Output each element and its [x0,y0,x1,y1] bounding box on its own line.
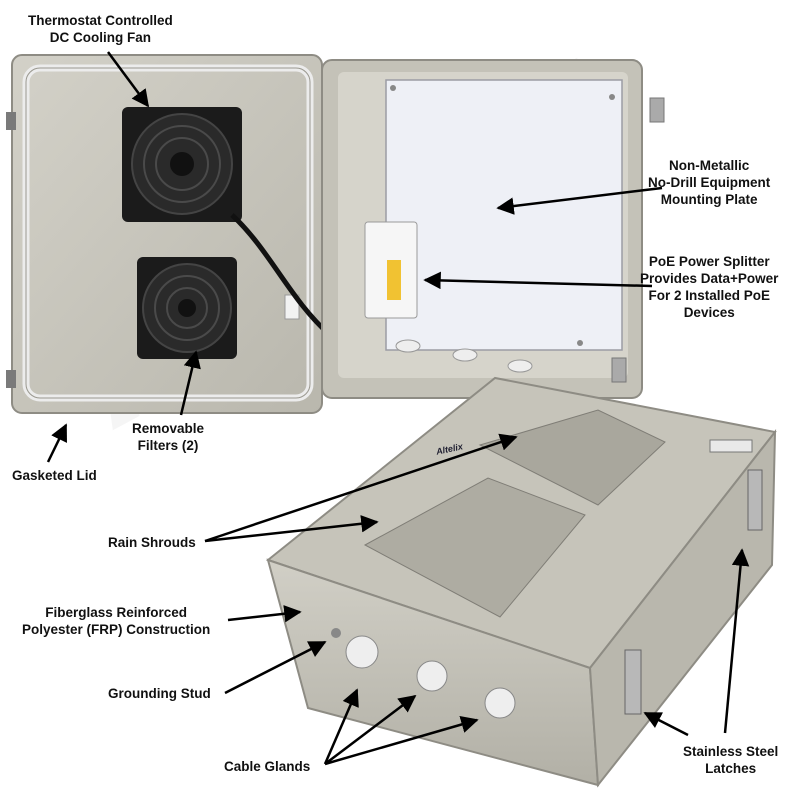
latches-callout-line-1: Stainless Steel [683,744,779,759]
plate-callout-line-3: Mounting Plate [660,192,758,207]
cooling-fan [122,107,242,222]
plate-callout-line-1: Non-Metallic [668,158,750,173]
body-latch-top [649,97,665,123]
callout-arrows [46,51,750,766]
frp-callout: Fiberglass Reinforced Polyester (FRP) Co… [22,604,210,638]
glands-callout: Cable Glands [224,759,311,774]
lid-hinge-bottom [6,370,16,388]
rain-shroud-front [363,477,586,618]
grounding-stud [331,628,341,638]
plate-callout: Non-Metallic No-Drill Equipment Mounting… [648,157,770,208]
filters-callout-line-2: Filters (2) [137,438,199,453]
splitter-callout: PoE Power Splitter Provides Data+Power F… [640,253,778,321]
frp-callout-line-2: Polyester (FRP) Construction [22,622,211,637]
frp-callout-line-1: Fiberglass Reinforced [45,605,188,620]
ground-callout: Grounding Stud [108,686,211,701]
fan-callout: Thermostat Controlled DC Cooling Fan [28,12,173,46]
closed-enclosure [265,376,777,788]
latches-callout-line-2: Latches [705,761,757,776]
body-latch-bottom [611,357,627,383]
gasket-callout: Gasketed Lid [12,468,97,483]
plate-callout-line-2: No-Drill Equipment [648,175,771,190]
shrouds-callout: Rain Shrouds [108,535,196,550]
splitter-callout-line-3: For 2 Installed PoE [648,288,770,303]
rain-shroud-back [478,409,666,506]
cable-gland-2 [416,660,448,692]
splitter-callout-line-1: PoE Power Splitter [648,254,770,269]
fan-callout-line-2: DC Cooling Fan [49,30,151,45]
lid-hinge-top [6,112,16,130]
mounting-plate [385,79,623,351]
filters-callout: Removable Filters (2) [132,420,204,454]
fan-callout-line-1: Thermostat Controlled [28,13,173,28]
brand-badge-plate [709,439,753,453]
splitter-callout-line-2: Provides Data+Power [640,271,779,286]
cable-gland-1 [345,635,379,669]
filters-callout-line-1: Removable [132,421,205,436]
front-latch [624,649,642,715]
filter-fan [137,257,237,359]
side-latch [747,469,763,531]
splitter-callout-line-4: Devices [683,305,735,320]
open-enclosure-body [321,59,665,399]
latches-callout: Stainless Steel Latches [683,743,778,777]
cable-gland-3 [484,687,516,719]
